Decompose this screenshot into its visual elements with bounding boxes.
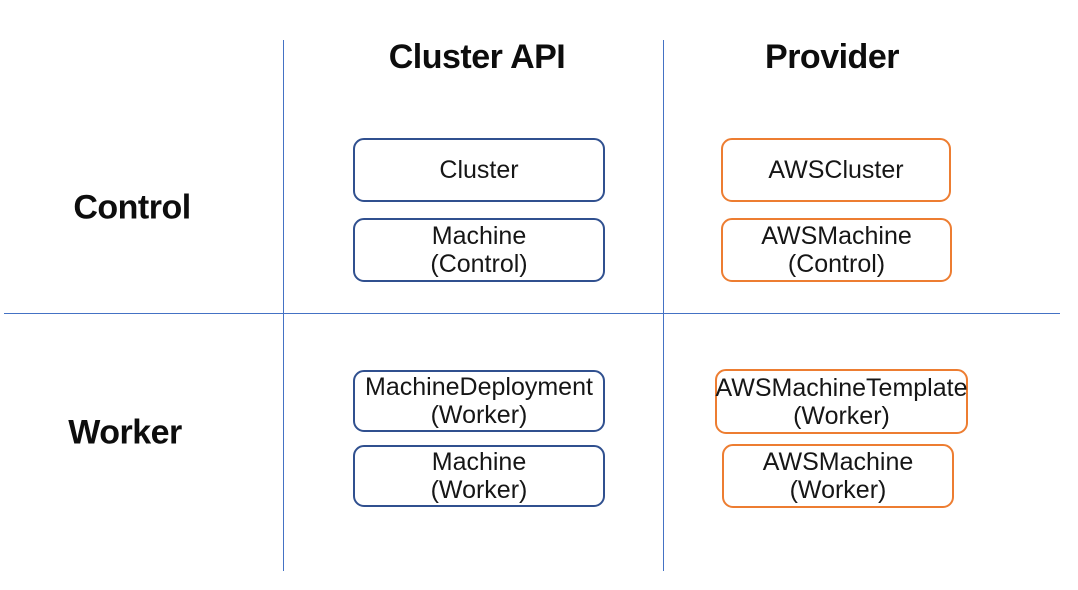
horizontal-divider [4, 313, 1060, 314]
column-header-provider: Provider [765, 38, 899, 76]
box-awsmachinetemplate-worker: AWSMachineTemplate (Worker) [715, 369, 968, 434]
box-machine-worker: Machine (Worker) [353, 445, 605, 507]
box-machine-control: Machine (Control) [353, 218, 605, 282]
box-label-line: (Worker) [430, 401, 528, 429]
box-label-line: Cluster [439, 156, 519, 184]
row-label-worker: Worker [68, 413, 182, 452]
box-label-line: (Control) [787, 250, 886, 278]
row-label-control: Control [73, 188, 191, 227]
box-awsmachine-worker: AWSMachine (Worker) [722, 444, 954, 508]
box-label-line: AWSMachineTemplate [715, 373, 968, 402]
box-label-line: Machine [431, 222, 527, 250]
box-label-line: (Control) [430, 250, 528, 278]
vertical-divider-left [283, 40, 284, 571]
box-label-line: (Worker) [789, 476, 887, 504]
box-label-line: AWSMachine [761, 222, 912, 250]
box-awscluster: AWSCluster [721, 138, 951, 202]
box-label-line: (Worker) [430, 476, 528, 504]
box-label-line: Machine [431, 448, 527, 476]
column-header-cluster-api: Cluster API [388, 38, 566, 76]
box-machinedeployment-worker: MachineDeployment (Worker) [353, 370, 605, 432]
box-label-line: AWSMachine [762, 448, 914, 476]
box-awsmachine-control: AWSMachine (Control) [721, 218, 952, 282]
box-label-line: (Worker) [793, 401, 890, 430]
box-cluster: Cluster [353, 138, 605, 202]
box-label-line: MachineDeployment [365, 373, 593, 401]
vertical-divider-right [663, 40, 664, 571]
box-label-line: AWSCluster [768, 156, 904, 184]
